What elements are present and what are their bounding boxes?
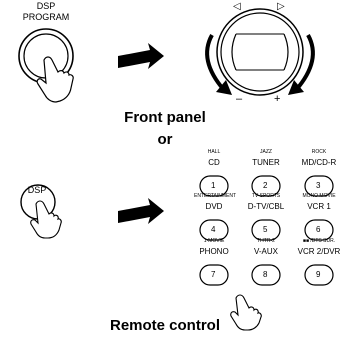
remote-key-5-label: D-TV/CBL bbox=[247, 202, 285, 211]
remote-key-7-number: 7 bbox=[211, 270, 216, 279]
remote-key-1-top-label: HALL bbox=[207, 149, 221, 155]
remote-key-5-top-label: TV SPORTS bbox=[251, 193, 281, 199]
remote-key-9[interactable] bbox=[304, 264, 334, 286]
remote-key-9-number: 9 bbox=[316, 270, 321, 279]
remote-key-9-label: VCR 2/DVR bbox=[297, 247, 341, 256]
dsp-label: DSP bbox=[27, 185, 47, 195]
rotate-left-arrow-icon bbox=[205, 34, 226, 92]
remote-key-4-label: DVD bbox=[205, 202, 223, 211]
remote-key-3-top-label: ROCK bbox=[311, 149, 327, 155]
or-text: or bbox=[157, 131, 173, 148]
hand-icon-key bbox=[230, 294, 262, 331]
remote-key-6[interactable] bbox=[304, 219, 334, 241]
remote-key-1[interactable] bbox=[199, 175, 229, 197]
remote-key-4[interactable] bbox=[199, 219, 229, 241]
rotate-left-arrowhead bbox=[216, 80, 232, 95]
dsp-program-label-line1: DSP bbox=[36, 1, 56, 11]
remote-key-7[interactable] bbox=[199, 264, 229, 286]
remote-key-5[interactable] bbox=[251, 219, 281, 241]
dsp-program-dial[interactable] bbox=[216, 8, 304, 96]
dial-plus: + bbox=[274, 93, 281, 105]
hand-icon-remote bbox=[30, 200, 62, 239]
remote-key-4-top-label: ENTERTAINMENT bbox=[194, 193, 237, 199]
rotate-right-arrow-icon bbox=[294, 34, 315, 92]
dial-left-symbol: ◁ bbox=[233, 1, 241, 12]
arrow-icon-remote bbox=[118, 198, 164, 224]
remote-key-1-label: CD bbox=[208, 158, 220, 167]
remote-key-8-number: 8 bbox=[263, 270, 268, 279]
remote-key-5-number: 5 bbox=[263, 225, 268, 234]
remote-key-3[interactable] bbox=[304, 175, 334, 197]
dial-right-symbol: ▷ bbox=[277, 1, 285, 12]
remote-key-6-top-label: MONO MOVIE bbox=[302, 193, 336, 199]
remote-key-3-label: MD/CD-R bbox=[301, 158, 337, 167]
front-panel-caption: Front panel bbox=[124, 109, 206, 126]
remote-key-8-top-label: THTR-2 bbox=[257, 238, 275, 244]
remote-key-8[interactable] bbox=[251, 264, 281, 286]
remote-key-8-label: V-AUX bbox=[253, 247, 278, 256]
hand-icon bbox=[36, 56, 74, 103]
rotate-right-arrowhead bbox=[288, 80, 304, 95]
remote-key-2[interactable] bbox=[251, 175, 281, 197]
arrow-icon bbox=[118, 43, 164, 69]
remote-key-2-number: 2 bbox=[263, 181, 268, 190]
remote-key-2-label: TUNER bbox=[252, 158, 280, 167]
remote-key-6-label: VCR 1 bbox=[307, 202, 331, 211]
remote-key-4-number: 4 bbox=[211, 225, 216, 234]
remote-key-6-number: 6 bbox=[316, 225, 321, 234]
remote-key-2-top-label: JAZZ bbox=[260, 149, 272, 155]
remote-key-3-number: 3 bbox=[316, 181, 321, 190]
remote-key-7-top-label: 1-MOVIE bbox=[203, 238, 225, 244]
dial-minus: – bbox=[236, 93, 243, 105]
remote-key-7-label: PHONO bbox=[199, 247, 229, 256]
remote-keypad bbox=[199, 175, 334, 286]
dsp-program-label-line2: PROGRAM bbox=[22, 12, 70, 22]
remote-key-1-number: 1 bbox=[211, 181, 216, 190]
remote-control-caption: Remote control bbox=[109, 317, 220, 334]
remote-key-9-top-label: ■■ /DTS SUR. bbox=[302, 238, 336, 244]
